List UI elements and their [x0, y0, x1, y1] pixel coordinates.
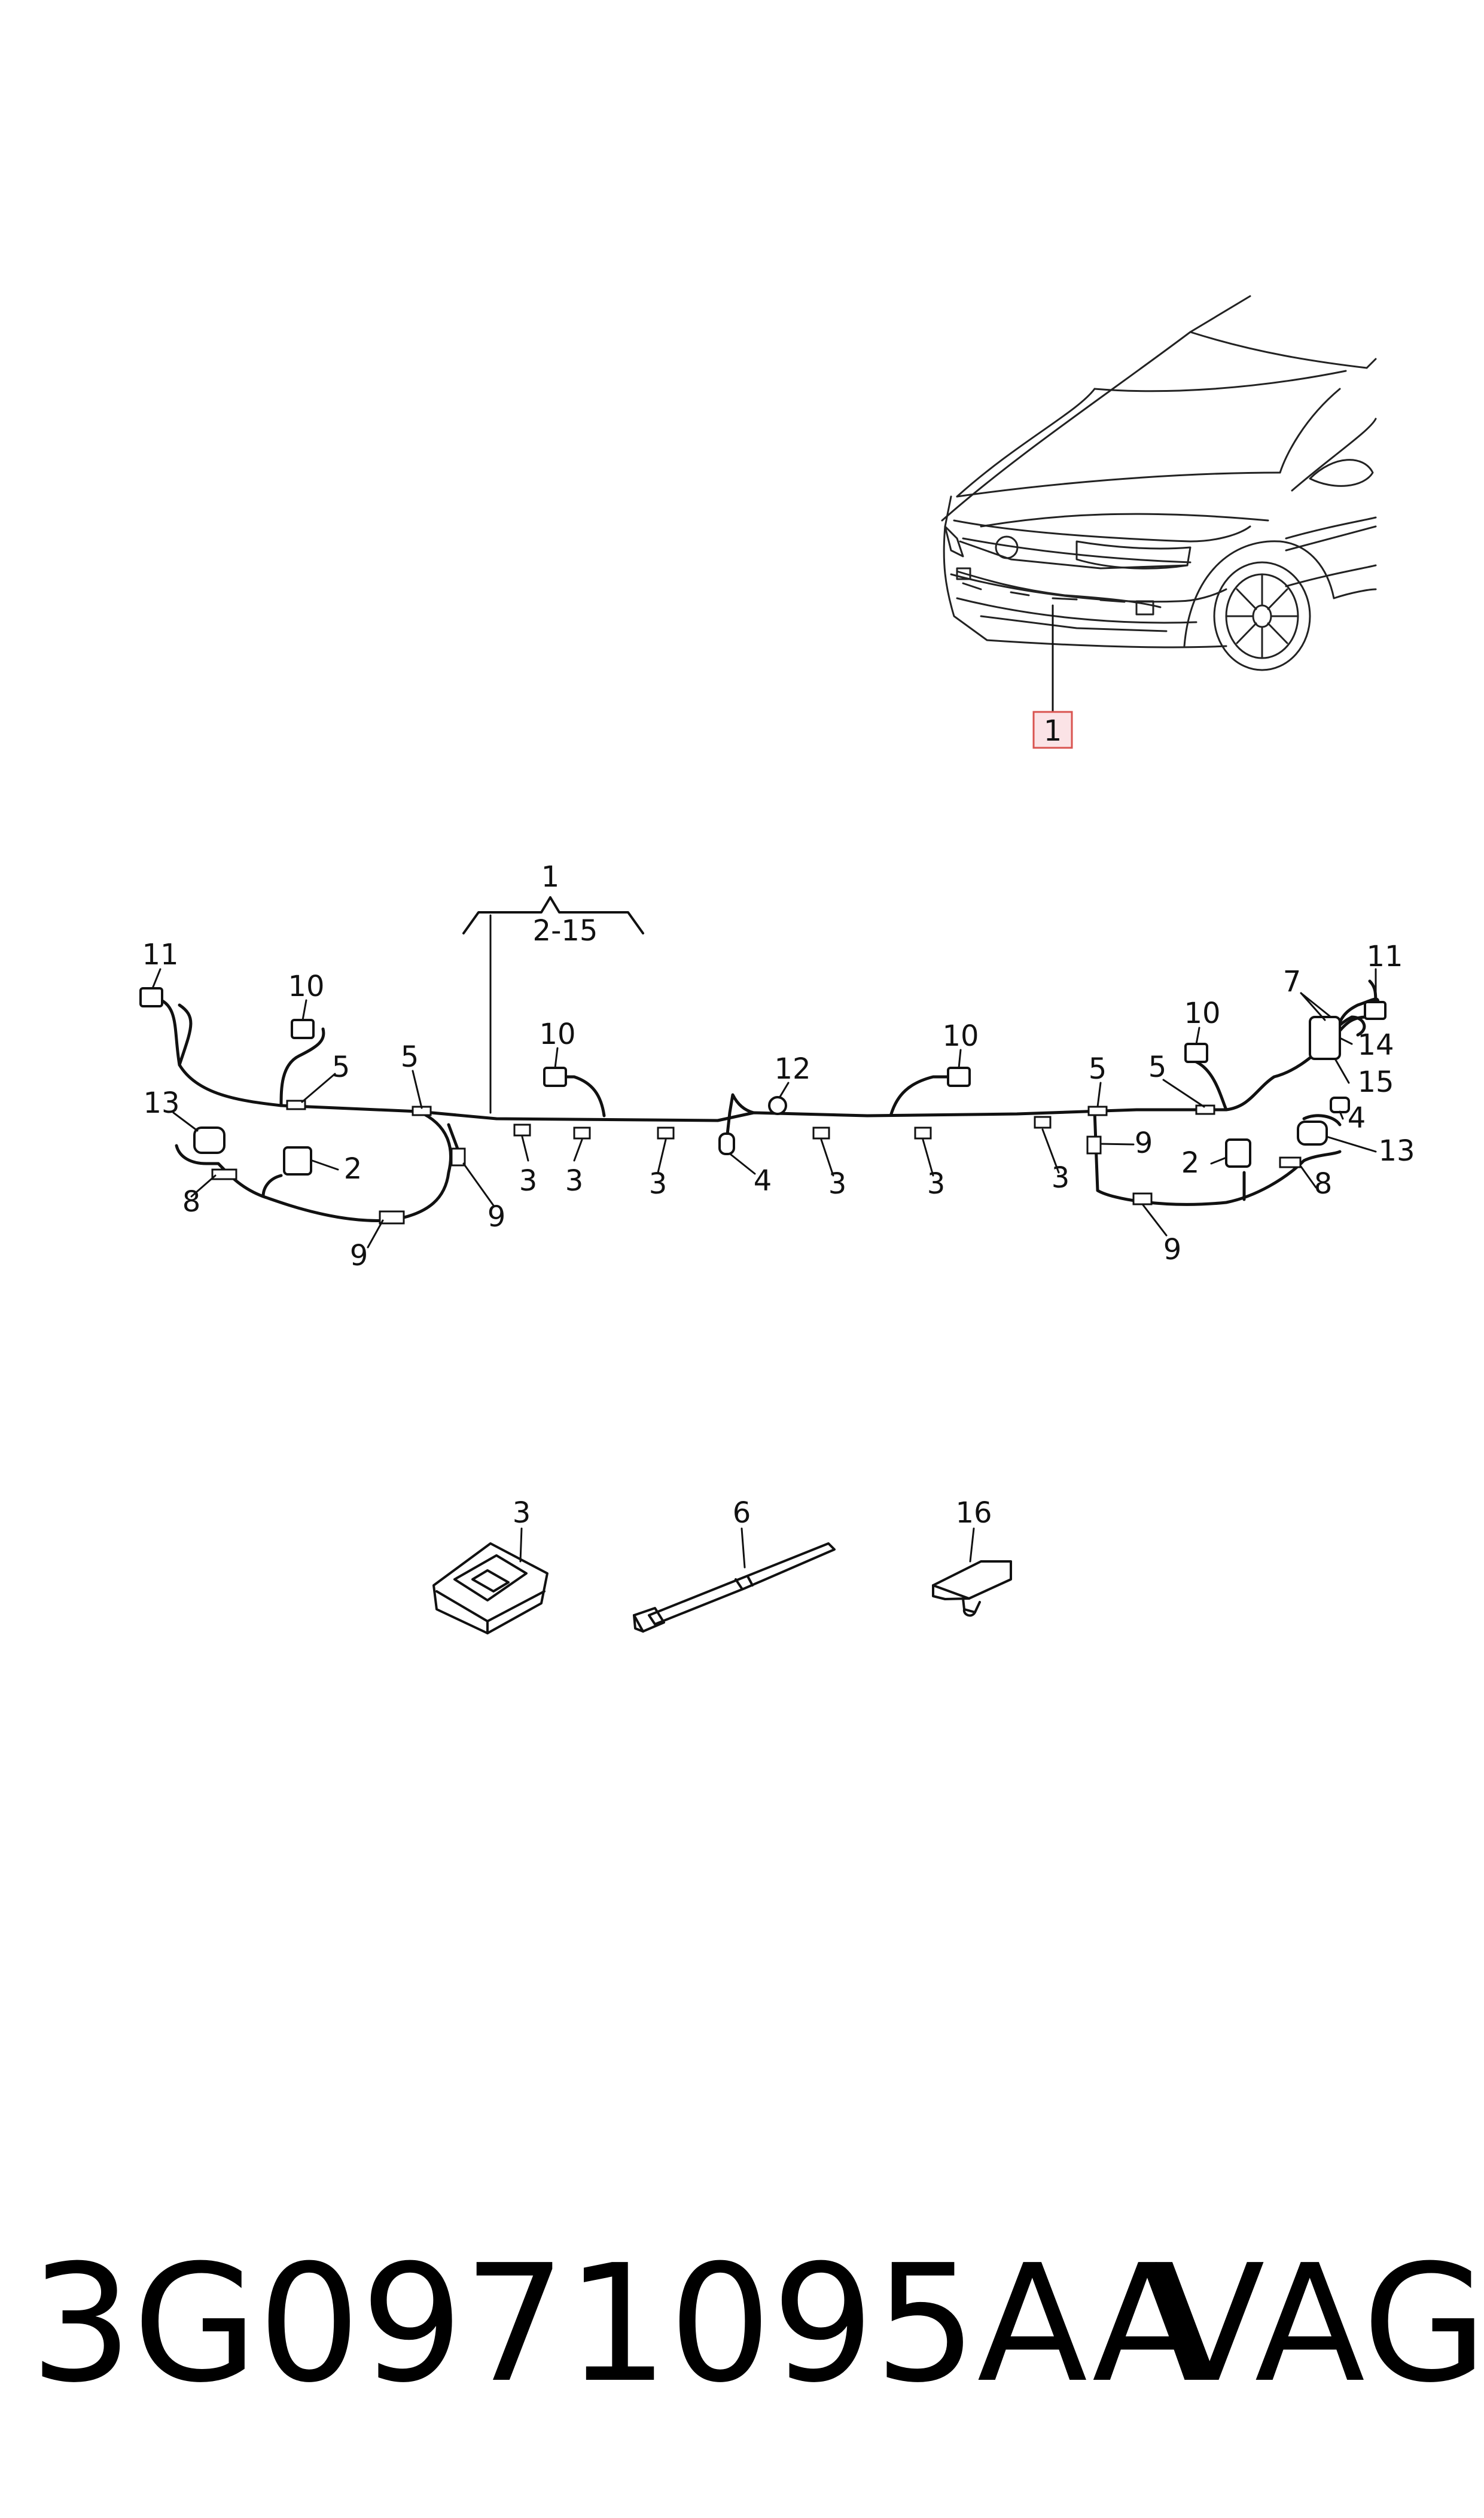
- overview-callout-label: 1: [1044, 714, 1062, 748]
- brand-name: VAG: [1154, 2230, 1484, 2418]
- callout-11: 11: [1366, 940, 1403, 973]
- callout-3: 3: [828, 1167, 847, 1201]
- connector-11-right: [1364, 1001, 1387, 1020]
- group-bracket: [462, 896, 644, 934]
- callout-11: 11: [142, 938, 178, 972]
- callout-13: 13: [143, 1086, 179, 1120]
- part-3-label: 3: [513, 1496, 531, 1530]
- connector-13-left: [193, 1126, 226, 1154]
- part-3-clip: 3: [432, 1496, 548, 1634]
- callout-9: 9: [1163, 1233, 1182, 1266]
- leader-lines: [151, 968, 1377, 1249]
- callout-3: 3: [649, 1167, 668, 1201]
- callout-3: 3: [927, 1167, 946, 1201]
- connector-12: [768, 1096, 787, 1115]
- part-number: 3G0971095AA: [30, 2230, 1203, 2418]
- group-label: 1: [541, 860, 560, 894]
- callout-8: 8: [1314, 1167, 1333, 1201]
- callout-3: 3: [565, 1164, 584, 1198]
- callout-10: 10: [288, 970, 324, 1003]
- callout-5: 5: [1089, 1052, 1107, 1086]
- callout-9: 9: [1135, 1126, 1153, 1160]
- callout-13: 13: [1378, 1134, 1415, 1168]
- overview-callout-1[interactable]: 1: [1032, 711, 1073, 749]
- part-6-cable-tie: 6: [633, 1496, 836, 1633]
- connector-2-left: [283, 1146, 312, 1176]
- group-range: 2-15: [533, 914, 598, 948]
- connector-10-center-left: [543, 1067, 567, 1087]
- harness-diagram: 1 2-15: [139, 860, 1415, 1272]
- connector-2-right: [1225, 1138, 1251, 1168]
- callout-9: 9: [350, 1239, 368, 1272]
- part-6-label: 6: [733, 1496, 751, 1530]
- connector-10-center-right: [947, 1067, 971, 1087]
- callout-9: 9: [487, 1200, 506, 1234]
- car-overview-illustration: [941, 295, 1377, 713]
- part-16-label: 16: [955, 1496, 992, 1530]
- connector-10-right: [1184, 1043, 1208, 1063]
- connector-11-left: [139, 987, 163, 1007]
- callout-12: 12: [774, 1052, 810, 1086]
- callout-4: 4: [754, 1164, 772, 1198]
- connector-7-bracket: [1309, 1016, 1341, 1060]
- connector-13-right: [1297, 1121, 1328, 1146]
- callout-2: 2: [1181, 1146, 1200, 1180]
- callout-2: 2: [344, 1152, 362, 1186]
- callout-5: 5: [332, 1051, 351, 1084]
- connector-10-left: [291, 1019, 315, 1039]
- callout-10: 10: [942, 1019, 979, 1053]
- callout-5: 5: [401, 1040, 419, 1074]
- part-16-clip: 16: [932, 1496, 1012, 1617]
- callout-10: 10: [539, 1018, 575, 1051]
- callout-4: 4: [1348, 1101, 1366, 1135]
- callout-5: 5: [1148, 1051, 1167, 1084]
- callout-7: 7: [1283, 965, 1302, 998]
- callout-8: 8: [182, 1185, 201, 1219]
- callout-3: 3: [519, 1164, 538, 1198]
- connector-4-center: [718, 1132, 735, 1155]
- callout-14: 14: [1357, 1028, 1394, 1062]
- callout-15: 15: [1357, 1065, 1394, 1099]
- callout-3: 3: [1052, 1161, 1070, 1195]
- connector-4-right: [1330, 1097, 1350, 1113]
- callout-10: 10: [1184, 997, 1220, 1030]
